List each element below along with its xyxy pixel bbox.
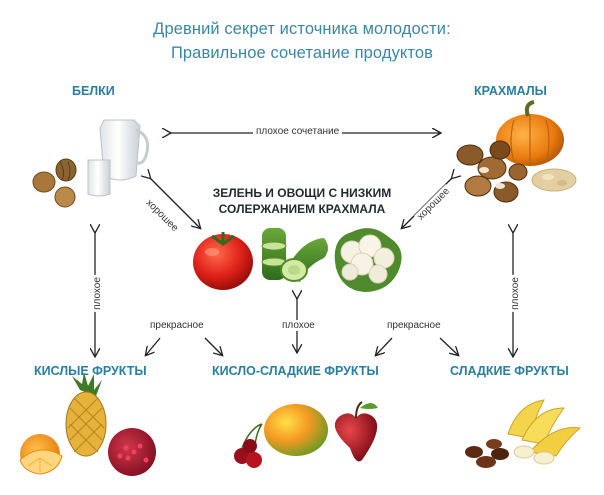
heading-sweet-fruits: СЛАДКИЕ ФРУКТЫ: [450, 364, 569, 378]
title-line-1: Древний секрет источника молодости:: [153, 20, 451, 38]
label-excellent-right: прекрасное: [387, 320, 441, 331]
pineapple-icon: [65, 372, 107, 457]
heading-greens-line-1: ЗЕЛЕНЬ И ОВОЩИ С НИЗКИМ: [212, 186, 392, 200]
banana-icon: [507, 399, 582, 465]
mango-icon: [264, 404, 328, 456]
heading-sour-fruits: КИСЛЫЕ ФРУКТЫ: [34, 364, 147, 378]
milk-jug-icon: [87, 119, 150, 197]
heading-starches: КРАХМАЛЫ: [474, 84, 547, 98]
cauliflower-icon: [334, 228, 402, 292]
dates-icon: [465, 439, 509, 468]
label-starches-sweet: плохое: [509, 275, 521, 312]
cherry-icon: [234, 423, 263, 468]
chestnuts-icon: [456, 140, 528, 203]
heading-greens-line-2: СОЛЕРЖАНИЕМ КРАХМАЛА: [218, 202, 386, 216]
tomato-icon: [193, 232, 253, 290]
grain-icon: [531, 168, 577, 192]
nuts-icon: [32, 158, 77, 208]
arrow-excellent-left-a: [146, 337, 161, 355]
arrow-excellent-right-a: [376, 337, 393, 355]
label-proteins-sour: плохое: [91, 275, 103, 312]
label-greens-semi: плохое: [279, 320, 318, 331]
label-proteins-starches: плохое сочетание: [253, 126, 343, 137]
heading-semi-sweet-fruits: КИСЛО-СЛАДКИЕ ФРУКТЫ: [212, 364, 379, 378]
apple-icon: [334, 401, 378, 462]
orange-icon: [19, 434, 63, 475]
arrow-excellent-right-b: [439, 337, 458, 355]
label-excellent-left: прекрасное: [150, 320, 204, 331]
pomegranate-icon: [108, 428, 156, 476]
pumpkin-icon: [496, 100, 564, 166]
arrow-excellent-left-b: [204, 337, 222, 355]
heading-proteins: БЕЛКИ: [72, 84, 115, 98]
cucumber-icon: [261, 228, 328, 282]
title-line-2: Правильное сочетание продуктов: [170, 44, 434, 62]
arrow-proteins-greens: [150, 178, 200, 228]
